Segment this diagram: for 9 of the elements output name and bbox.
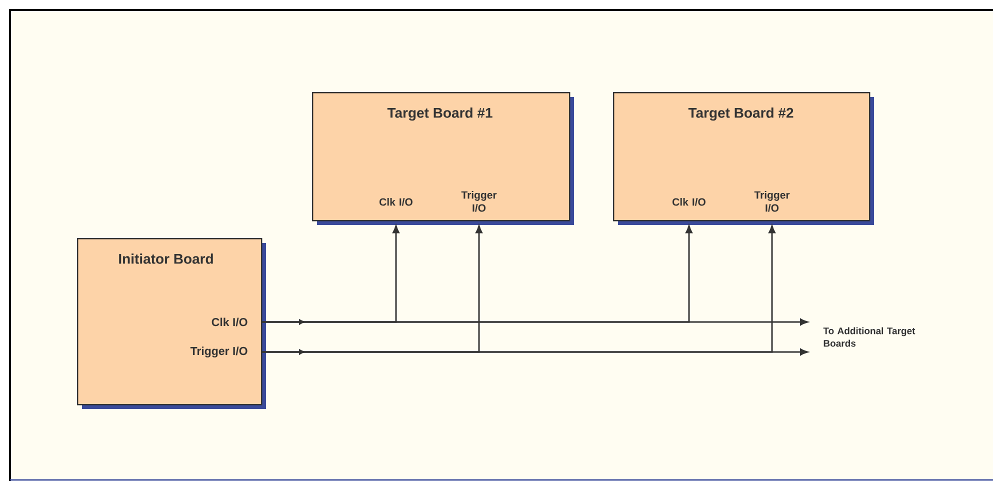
connector-arrow — [262, 318, 808, 326]
port-label: Trigger I/O — [461, 191, 497, 212]
connector-arrow — [262, 348, 808, 356]
destination-label: To Additional Target Boards — [823, 327, 916, 347]
port-label: Clk I/O — [380, 198, 412, 206]
port-label: Trigger I/O — [190, 346, 248, 358]
port-label: Clk I/O — [672, 198, 706, 206]
port-label: Clk I/O — [212, 318, 248, 326]
port-label: Trigger I/O — [754, 191, 790, 212]
